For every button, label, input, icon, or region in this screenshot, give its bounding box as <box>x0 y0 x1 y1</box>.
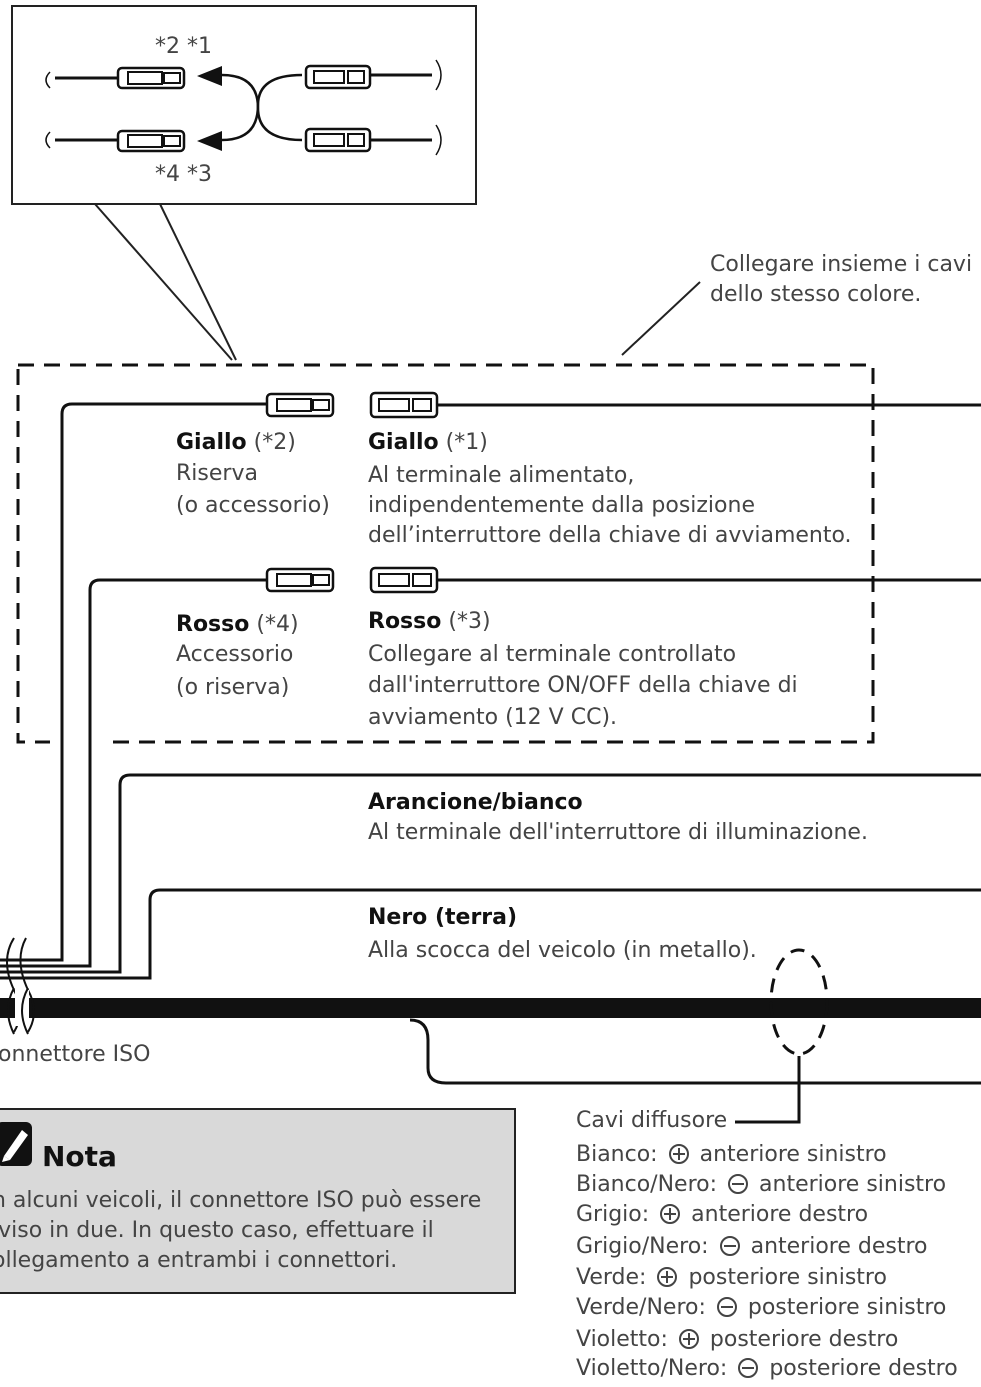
arancione-label: Arancione/bianco <box>368 790 583 815</box>
inset-bottom-labels: *4 *3 <box>155 162 212 187</box>
minus-icon <box>716 1297 737 1317</box>
speaker-color: Verde: <box>576 1265 647 1290</box>
giallo-1-line-2: indipendentemente dalla posizione <box>368 493 755 518</box>
minus-icon <box>719 1236 740 1256</box>
inset-wires <box>45 59 442 156</box>
minus-icon <box>738 1358 759 1378</box>
rosso-4-label: Rosso (*4) <box>176 612 299 637</box>
speaker-item: Grigio: anteriore destro <box>576 1204 868 1226</box>
speaker-position: posteriore sinistro <box>747 1295 947 1320</box>
connector-giallo-1 <box>369 391 439 419</box>
giallo-1-line-3: dell’interruttore della chiave di avviam… <box>368 523 852 548</box>
speaker-position: anteriore destro <box>691 1202 869 1227</box>
speaker-position: anteriore sinistro <box>699 1142 887 1167</box>
speaker-item: Violetto: posteriore destro <box>576 1329 898 1351</box>
rosso-3-line-1: Collegare al terminale controllato <box>368 642 737 667</box>
speaker-item: Verde/Nero: posteriore sinistro <box>576 1297 946 1319</box>
giallo-2-line-2: (o accessorio) <box>176 493 330 518</box>
speaker-item: Bianco/Nero: anteriore sinistro <box>576 1174 946 1196</box>
minus-icon <box>728 1174 749 1194</box>
note-title: Nota <box>42 1140 117 1173</box>
speaker-position: posteriore destro <box>769 1356 958 1381</box>
plus-icon <box>668 1144 689 1164</box>
connector-giallo-2 <box>265 392 335 418</box>
connector-inset-3 <box>304 127 372 153</box>
connector-inset-2 <box>116 66 186 90</box>
rosso-3-line-3: avviamento (12 V CC). <box>368 705 618 730</box>
plus-icon <box>657 1267 678 1287</box>
nero-label: Nero (terra) <box>368 905 518 930</box>
speaker-color: Bianco/Nero: <box>576 1172 718 1197</box>
dashed-box <box>16 363 875 744</box>
speaker-item: Bianco: anteriore sinistro <box>576 1144 887 1166</box>
rosso-4-line-2: (o riserva) <box>176 675 290 700</box>
note-text: n alcuni veicoli, il connettore ISO può … <box>0 1188 482 1273</box>
speaker-position: posteriore destro <box>709 1327 899 1352</box>
iso-cable <box>0 998 981 1018</box>
arancione-desc: Al terminale dell'interruttore di illumi… <box>368 820 868 845</box>
plus-icon <box>678 1329 699 1349</box>
connector-inset-1 <box>304 64 372 90</box>
speaker-item: Grigio/Nero: anteriore destro <box>576 1236 928 1258</box>
arrow-top <box>197 66 222 86</box>
speaker-color: Bianco: <box>576 1142 658 1167</box>
note-box <box>0 1108 516 1294</box>
connector-inset-4 <box>116 129 186 153</box>
giallo-2-line-1: Riserva <box>176 461 258 486</box>
rosso-3-label: Rosso (*3) <box>368 609 491 634</box>
connector-rosso-3 <box>369 566 439 594</box>
note-pencil-icon <box>0 1122 32 1166</box>
speaker-color: Violetto: <box>576 1327 668 1352</box>
rosso-3-line-2: dall'interruttore ON/OFF della chiave di <box>368 673 798 698</box>
iso-connector-label: onnettore ISO <box>0 1042 151 1067</box>
speaker-position: anteriore destro <box>750 1234 928 1259</box>
speaker-position: posteriore sinistro <box>688 1265 887 1290</box>
speaker-position: anteriore sinistro <box>759 1172 947 1197</box>
connector-rosso-4 <box>265 567 335 593</box>
speaker-color: Grigio/Nero: <box>576 1234 709 1259</box>
callout-line-2: dello stesso colore. <box>710 282 922 307</box>
arrow-bottom <box>197 131 222 151</box>
speaker-color: Violetto/Nero: <box>576 1356 728 1381</box>
speaker-item: Verde: posteriore sinistro <box>576 1267 887 1289</box>
callout-line-1: Collegare insieme i cavi <box>710 252 973 277</box>
inset-pointer-left <box>94 203 233 361</box>
speaker-leader <box>735 1056 801 1124</box>
callout-pointer <box>621 281 701 356</box>
speaker-color: Grigio: <box>576 1202 650 1227</box>
speaker-item: Violetto/Nero: posteriore destro <box>576 1358 958 1380</box>
speaker-ellipse <box>769 948 829 1056</box>
speaker-color: Verde/Nero: <box>576 1295 706 1320</box>
harness-wires <box>0 402 981 1085</box>
giallo-1-label: Giallo (*1) <box>368 430 488 455</box>
giallo-1-line-1: Al terminale alimentato, <box>368 463 635 488</box>
plus-icon <box>660 1204 681 1224</box>
rosso-4-line-1: Accessorio <box>176 642 294 667</box>
giallo-2-label: Giallo (*2) <box>176 430 296 455</box>
nero-desc: Alla scocca del veicolo (in metallo). <box>368 938 757 963</box>
inset-top-labels: *2 *1 <box>155 34 212 59</box>
speaker-title: Cavi diffusore <box>576 1108 728 1133</box>
inset-pointer-right <box>159 203 237 361</box>
inset-box <box>11 5 477 205</box>
